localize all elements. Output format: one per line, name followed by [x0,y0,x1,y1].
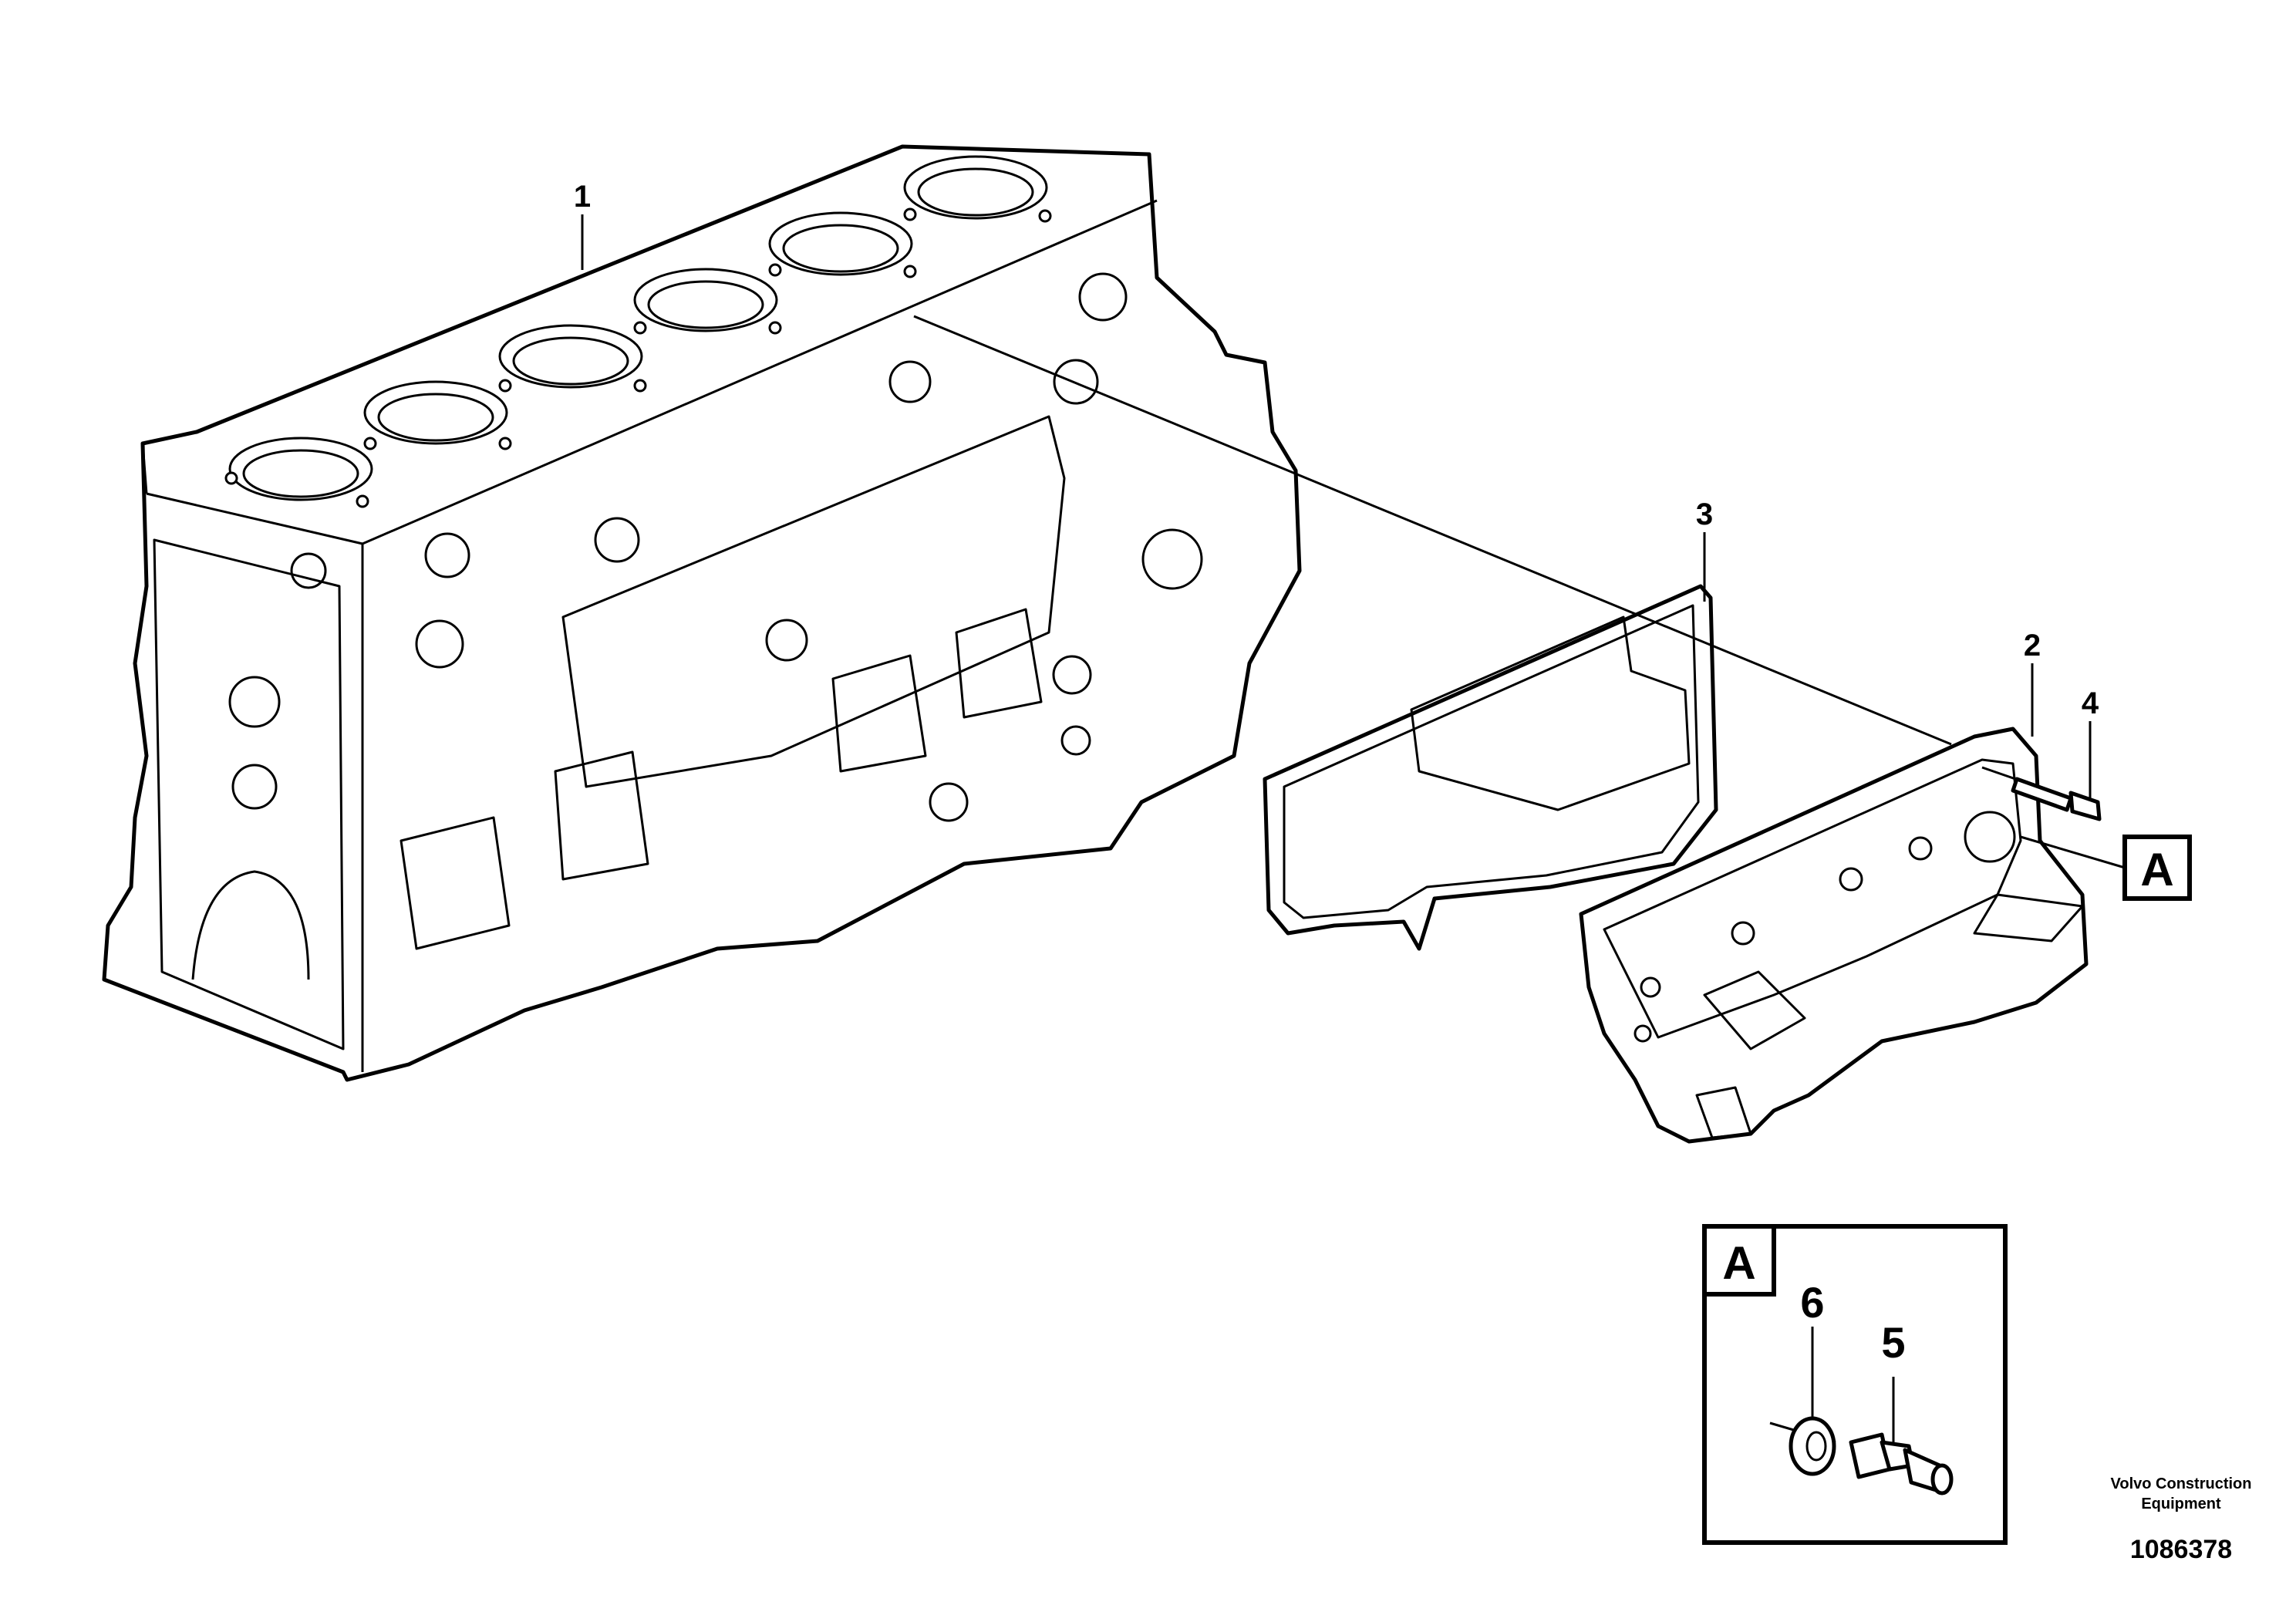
callout-1: 1 [574,180,591,214]
detail-ref-a: A [2122,835,2192,901]
detail-ref-label: A [2140,844,2173,895]
diagram-footer: Volvo Construction Equipment 1086378 [2111,1475,2252,1564]
callout-6: 6 [1800,1278,1824,1327]
footer-company-line2: Equipment [2141,1496,2221,1512]
plug [1849,1432,1954,1496]
washer [1789,1416,1836,1476]
cylinder-block [102,144,1302,1082]
detail-box-label: A [1722,1237,1755,1289]
diagram-number: 1086378 [2130,1535,2232,1564]
footer-company-line1: Volvo Construction [2111,1475,2252,1492]
callout-2: 2 [2024,629,2041,663]
head-bolt-holes [224,207,1052,508]
bolt [1981,766,2102,821]
cover [1579,727,2089,1144]
callout-5: 5 [1881,1318,1905,1367]
callout-4: 4 [2082,686,2099,720]
gasket [1263,584,1718,951]
cylinder-bores [228,155,1048,501]
callout-3: 3 [1696,497,1713,531]
detail-box-a: A 6 5 [1702,1224,2008,1545]
